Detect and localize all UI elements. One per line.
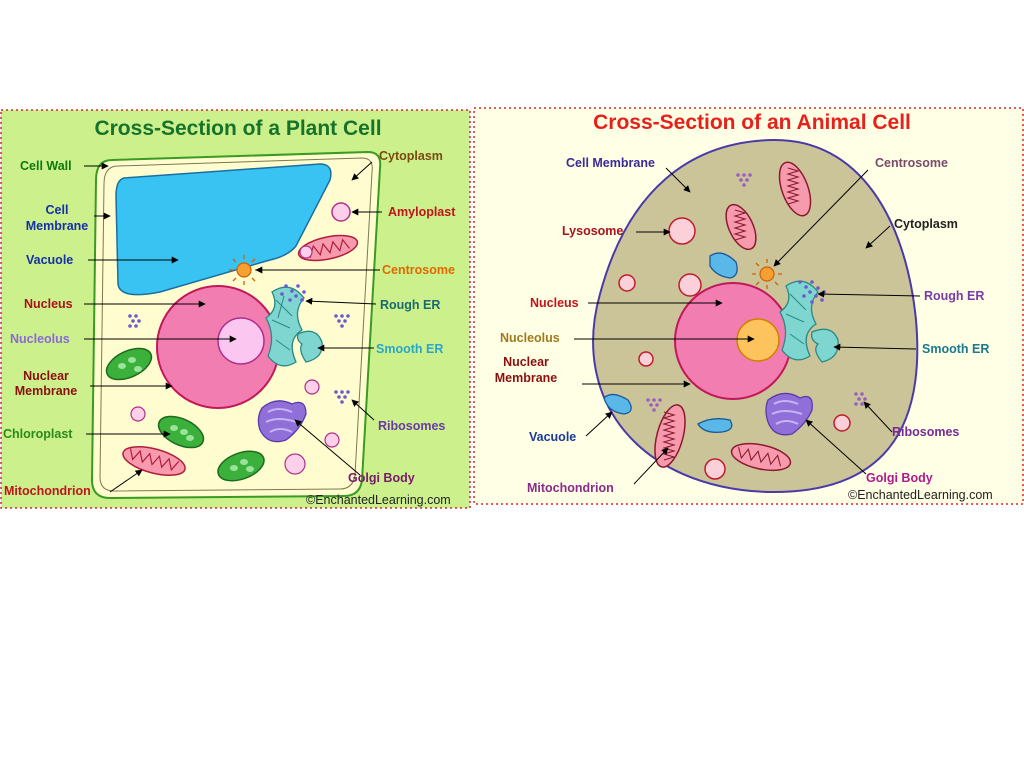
animal-label-nucleus: Nucleus [530,296,579,310]
animal-label-ribosomes: Ribosomes [892,425,959,439]
plant-label-ribosomes: Ribosomes [378,419,445,433]
animal-mitochondrion-shape [654,161,812,472]
animal-label-rough-er: Rough ER [924,289,984,303]
plant-vacuole-shape [115,163,332,296]
animal-centrosome-shape [752,259,782,289]
plant-panel-border [0,109,471,509]
plant-amyloplast-shape [331,202,351,222]
plant-label-rough-er: Rough ER [380,298,440,312]
plant-label-chloroplast: Chloroplast [3,427,73,441]
animal-label-golgi-body: Golgi Body [866,471,933,485]
plant-label-nucleus: Nucleus [24,297,73,311]
animal-title: Cross-Section of an Animal Cell [593,111,911,134]
plant-cell-membrane [99,157,373,492]
plant-label-cell-membrane-line2: Membrane [26,219,89,233]
animal-panel-border [473,107,1024,505]
animal-label-smooth-er: Smooth ER [922,342,989,356]
plant-cell-panel: Cross-Section of a Plant Cell Cell Wall … [0,109,471,509]
plant-label-smooth-er: Smooth ER [376,342,443,356]
animal-golgi-body-shape [765,392,813,436]
plant-label-nuclear-membrane-line2: Membrane [15,384,78,398]
animal-label-cytoplasm: Cytoplasm [894,217,958,231]
animal-pointer-arrows [574,167,921,485]
animal-label-vacuole: Vacuole [529,430,576,444]
animal-label-nuclear-membrane-line2: Membrane [495,371,558,385]
plant-copyright: ©EnchantedLearning.com [306,493,451,507]
plant-golgi-body-shape [257,400,307,443]
plant-pointer-arrows [84,161,382,493]
plant-label-centrosome: Centrosome [382,263,455,277]
animal-lysosome-shape [618,217,851,480]
plant-ribosomes-shape [128,314,350,404]
animal-copyright: ©EnchantedLearning.com [848,488,993,502]
animal-label-cell-membrane: Cell Membrane [566,156,655,170]
plant-chloroplast-shape [105,347,265,482]
plant-label-mitochondrion: Mitochondrion [4,484,91,498]
animal-label-centrosome: Centrosome [875,156,948,170]
plant-vesicles [130,245,340,475]
plant-label-vacuole: Vacuole [26,253,73,267]
plant-mitochondrion-shape [122,234,359,476]
plant-label-nuclear-membrane-line1: Nuclear [23,369,69,383]
plant-nucleolus-shape [217,317,265,365]
animal-nucleolus-shape [736,318,780,362]
animal-label-nucleolus: Nucleolus [500,331,560,345]
animal-cell-panel: Cross-Section of an Animal Cell Cell Mem… [473,107,1024,505]
animal-label-nuclear-membrane-line1: Nuclear [503,355,549,369]
plant-label-amyloplast: Amyloplast [388,205,456,219]
animal-rough-er-shape [779,280,826,361]
plant-label-nucleolus: Nucleolus [10,332,70,346]
plant-title: Cross-Section of a Plant Cell [94,117,381,140]
animal-vacuole-shape [603,252,738,433]
animal-label-mitochondrion: Mitochondrion [527,481,614,495]
animal-smooth-er-shape [810,328,839,363]
plant-label-cytoplasm: Cytoplasm [379,149,443,163]
plant-label-golgi-body: Golgi Body [348,471,415,485]
animal-label-lysosome: Lysosome [562,224,623,238]
animal-ribosomes-shape [646,173,867,412]
plant-rough-er-shape [265,284,306,367]
plant-smooth-er-shape [296,330,323,363]
plant-label-cell-membrane-line1: Cell [46,203,69,217]
plant-label-cell-wall: Cell Wall [20,159,72,173]
